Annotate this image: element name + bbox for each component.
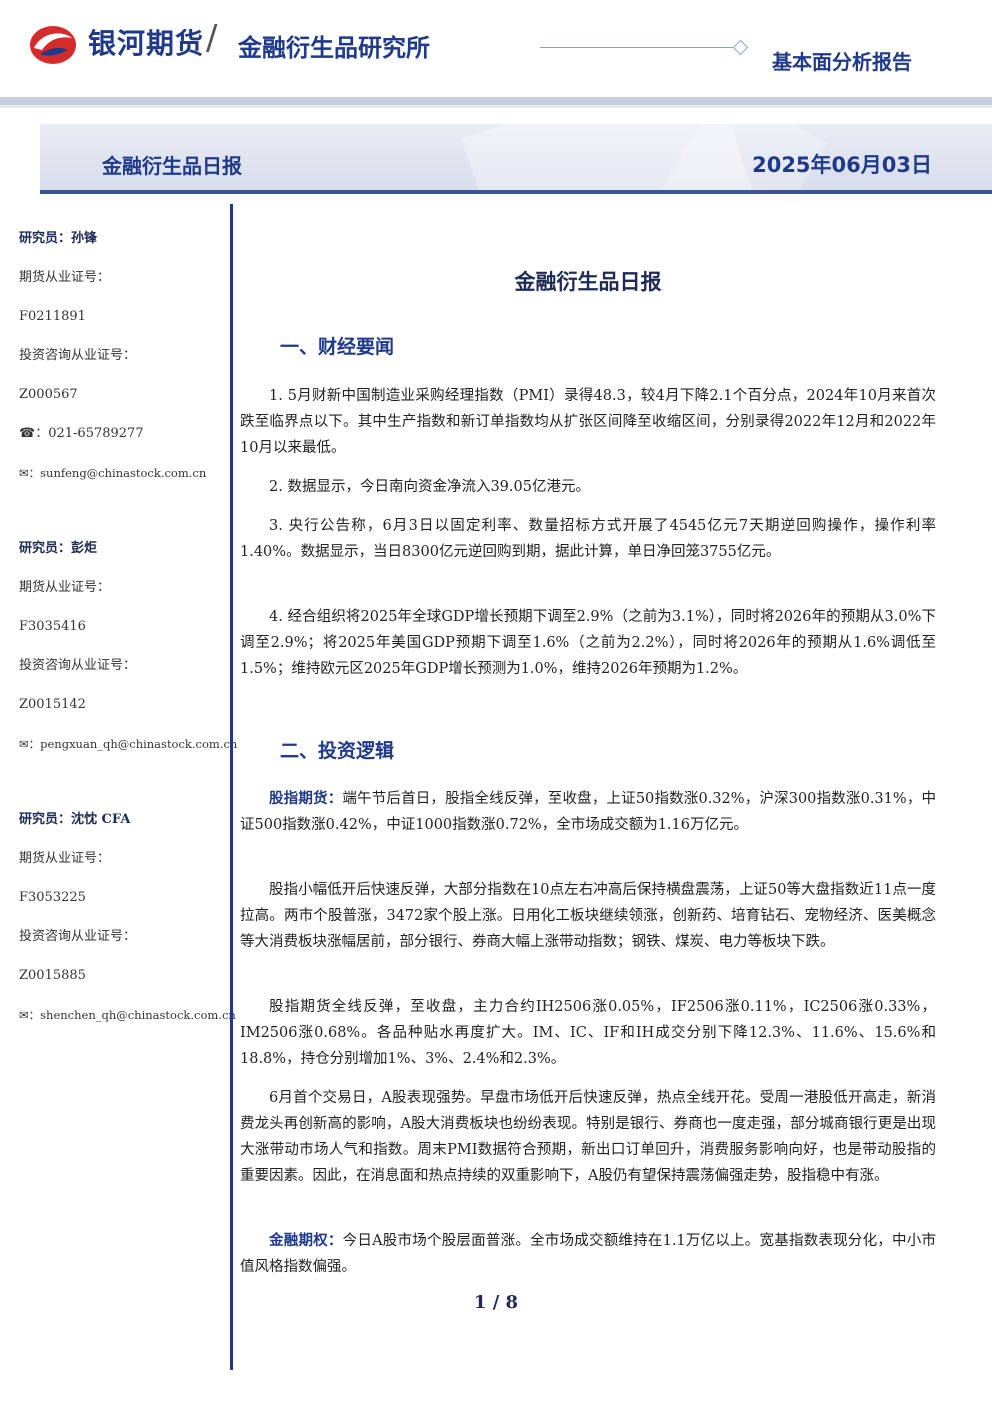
cert-label: 期货从业证号： [19, 580, 111, 595]
consult-number: Z0015142 [19, 697, 86, 712]
paragraph-lead: 金融期权： [269, 1232, 343, 1249]
paragraph-text: 今日A股市场个股层面普涨。全市场成交额维持在1.1万亿以上。宽基指数表现分化，中… [240, 1233, 937, 1275]
brand-name: 银河期货 [88, 27, 205, 60]
news-item: 3. 央行公告称，6月3日以固定利率、数量招标方式开展了4545亿元7天期逆回购… [240, 518, 936, 560]
phone-line: ☎：021-65789277 [19, 426, 144, 441]
researcher-sidebar: 研究员：孙锋 期货从业证号： F0211891 投资咨询从业证号： Z00056… [19, 228, 238, 1043]
email-line: ✉：sunfeng@chinastock.com.cn [19, 466, 207, 480]
cert-label: 期货从业证号： [19, 270, 111, 285]
cert-number: F0211891 [19, 309, 86, 324]
cert-number: F3035416 [19, 619, 86, 634]
page-number: 1 / 8 [473, 1292, 519, 1313]
paragraph-lead: 股指期货： [269, 790, 343, 807]
consult-number: Z0015885 [19, 968, 86, 983]
section-heading-news: 一、财经要闻 [280, 336, 395, 358]
consult-label: 投资咨询从业证号： [19, 658, 137, 673]
institute-name: 金融衍生品研究所 [238, 34, 430, 62]
diamond-icon [732, 39, 749, 56]
researcher-name: 研究员：孙锋 [19, 231, 98, 246]
email-address[interactable]: sunfeng@chinastock.com.cn [40, 466, 207, 480]
page-header: 银河期货 / 金融衍生品研究所 基本面分析报告 [0, 0, 992, 110]
header-divider [540, 47, 735, 48]
consult-label: 投资咨询从业证号： [19, 348, 137, 363]
paragraph-text: 端午节后首日，股指全线反弹，至收盘，上证50指数涨0.32%，沪深300指数涨0… [240, 791, 937, 833]
document-title: 金融衍生品日报 [514, 270, 662, 294]
email-icon: ✉ [19, 1008, 29, 1022]
section-heading-logic: 二、投资逻辑 [280, 740, 395, 762]
researcher-name: 研究员：彭炬 [19, 541, 98, 556]
logic-paragraph: 股指小幅低开后快速反弹，大部分指数在10点左右冲高后保持横盘震荡，上证50等大盘… [240, 882, 936, 950]
email-icon: ✉ [19, 466, 29, 480]
header-band [0, 97, 992, 105]
sidebar-divider [230, 204, 233, 1370]
header-separator: / [206, 18, 218, 58]
logic-paragraph: 金融期权：今日A股市场个股层面普涨。全市场成交额维持在1.1万亿以上。宽基指数表… [240, 1228, 936, 1280]
email-line: ✉：shenchen_qh@chinastock.com.cn [19, 1008, 236, 1022]
email-line: ✉：pengxuan_qh@chinastock.com.cn [19, 737, 238, 751]
report-date: 2025年06月03日 [752, 153, 932, 177]
email-address[interactable]: shenchen_qh@chinastock.com.cn [40, 1008, 236, 1022]
news-item: 2. 数据显示，今日南向资金净流入39.05亿港元。 [269, 479, 590, 495]
phone-number: 021-65789277 [48, 426, 144, 441]
banner-underline [40, 190, 992, 194]
logic-paragraph: 6月首个交易日，A股表现强势。早盘市场低开后快速反弹，热点全线开花。受周一港股低… [240, 1090, 936, 1184]
header-band-light [0, 105, 992, 108]
news-item: 1. 5月财新中国制造业采购经理指数（PMI）录得48.3，较4月下降2.1个百… [240, 388, 936, 456]
galaxy-logo-icon [30, 26, 76, 64]
title-banner: 金融衍生品日报 2025年06月03日 [40, 124, 992, 194]
cert-number: F3053225 [19, 890, 86, 905]
report-type: 基本面分析报告 [772, 50, 912, 74]
news-item: 4. 经合组织将2025年全球GDP增长预期下调至2.9%（之前为3.1%），同… [240, 609, 936, 677]
phone-icon: ☎ [19, 426, 36, 441]
logic-paragraph: 股指期货：端午节后首日，股指全线反弹，至收盘，上证50指数涨0.32%，沪深30… [240, 786, 936, 838]
cert-label: 期货从业证号： [19, 851, 111, 866]
banner-title: 金融衍生品日报 [102, 154, 242, 178]
email-icon: ✉ [19, 737, 29, 751]
researcher-name: 研究员：沈忱 CFA [19, 812, 131, 827]
email-address[interactable]: pengxuan_qh@chinastock.com.cn [40, 737, 238, 751]
consult-label: 投资咨询从业证号： [19, 929, 137, 944]
logic-paragraph: 股指期货全线反弹，至收盘，主力合约IH2506涨0.05%，IF2506涨0.1… [240, 999, 936, 1067]
consult-number: Z000567 [19, 387, 78, 402]
